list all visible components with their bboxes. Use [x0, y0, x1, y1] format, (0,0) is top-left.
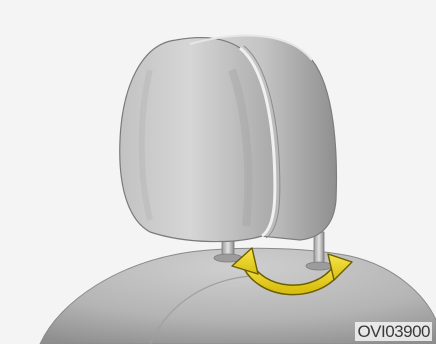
headrest-post-right: [314, 232, 324, 266]
figure-code: OVI03900: [355, 322, 432, 341]
